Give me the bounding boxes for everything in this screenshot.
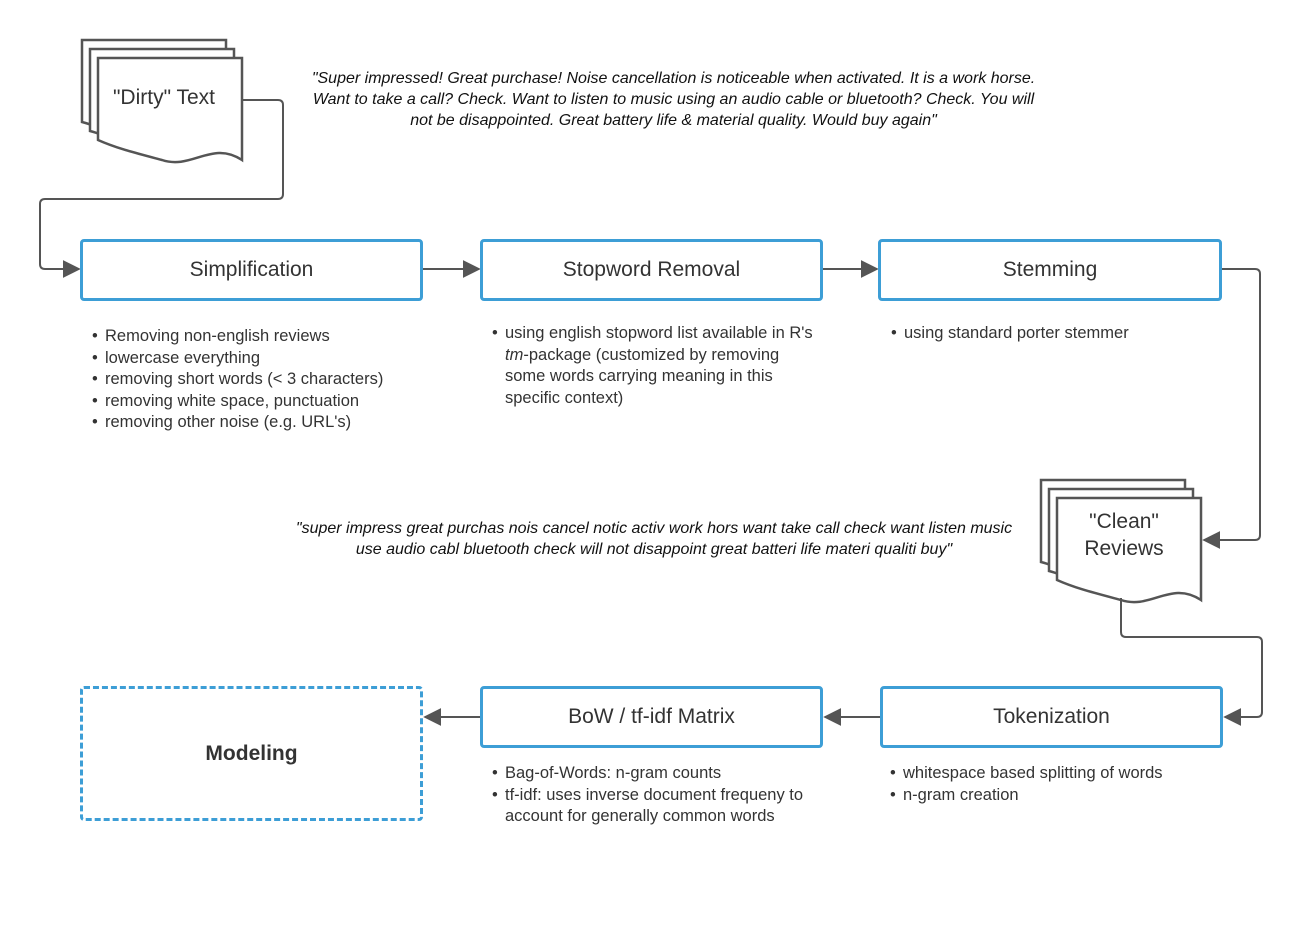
note-package-name: tm <box>505 345 524 364</box>
connector-dirty-to-simplification <box>39 99 284 278</box>
note-item: using english stopword list available in… <box>492 323 817 409</box>
bow-tfidf-matrix-box: BoW / tf-idf Matrix <box>480 686 823 748</box>
note-item: lowercase everything <box>92 348 452 370</box>
bow-tfidf-notes: Bag-of-Words: n-gram counts tf-idf: uses… <box>492 763 822 828</box>
stopword-removal-box: Stopword Removal <box>480 239 823 301</box>
note-item: removing other noise (e.g. URL's) <box>92 412 452 434</box>
note-item: using standard porter stemmer <box>891 323 1221 345</box>
note-item: Removing non-english reviews <box>92 326 452 348</box>
clean-reviews-label: "Clean" Reviews <box>1084 510 1164 560</box>
note-item: n-gram creation <box>890 785 1220 807</box>
processed-review-quote: "super impress great purchas nois cancel… <box>295 520 1013 558</box>
note-item: whitespace based splitting of words <box>890 763 1220 785</box>
stemming-box: Stemming <box>878 239 1222 301</box>
dirty-text-label: "Dirty" Text <box>112 86 216 109</box>
note-text-intro: using english stopword list available in… <box>505 324 813 342</box>
simplification-box: Simplification <box>80 239 423 301</box>
dirty-text-document-icon <box>80 38 244 164</box>
tokenization-notes: whitespace based splitting of words n-gr… <box>890 763 1220 806</box>
note-item: removing short words (< 3 characters) <box>92 369 452 391</box>
note-text-rest: -package (customized by removing some wo… <box>505 345 780 407</box>
clean-reviews-document-icon <box>1039 478 1203 604</box>
stemming-notes: using standard porter stemmer <box>891 323 1221 345</box>
note-item: removing white space, punctuation <box>92 391 452 413</box>
connector-clean-to-tokenization <box>1120 598 1263 726</box>
simplification-notes: Removing non-english reviews lowercase e… <box>92 326 452 434</box>
note-item: tf-idf: uses inverse document frequeny t… <box>492 785 822 828</box>
connector-stemming-to-clean <box>1202 268 1261 549</box>
note-item: Bag-of-Words: n-gram counts <box>492 763 822 785</box>
tokenization-box: Tokenization <box>880 686 1223 748</box>
original-review-quote: "Super impressed! Great purchase! Noise … <box>311 70 1036 129</box>
modeling-box: Modeling <box>80 686 423 821</box>
stopword-removal-notes: using english stopword list available in… <box>492 323 817 409</box>
